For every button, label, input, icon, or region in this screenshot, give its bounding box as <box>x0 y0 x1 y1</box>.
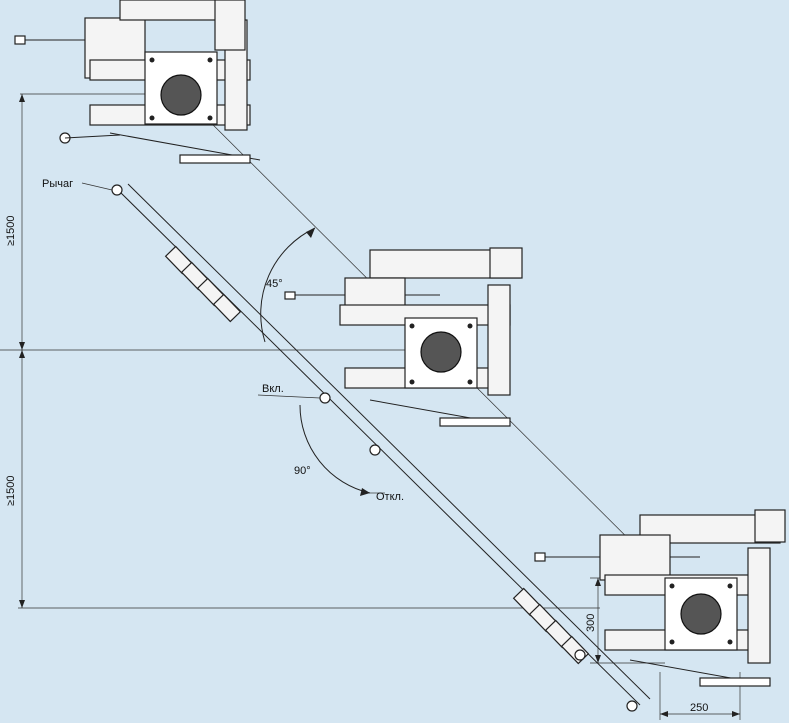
dim-width-250: 250 <box>690 702 708 714</box>
support-unit-upper <box>14 0 261 164</box>
angle-45-label: 45° <box>266 278 283 290</box>
support-unit-middle <box>284 247 523 427</box>
on-label: Вкл. <box>262 383 284 395</box>
support-unit-lower <box>534 509 786 687</box>
angle-45-arc <box>260 227 316 343</box>
angle-90-label: 90° <box>294 465 311 477</box>
dim-vertical-lower: ≥1500 <box>5 475 17 506</box>
diagonal-chain <box>111 183 651 712</box>
off-label: Откл. <box>376 491 404 503</box>
angle-90-arc <box>299 404 371 494</box>
dimension-lines <box>0 93 741 720</box>
lever-label: Рычаг <box>42 178 73 190</box>
dim-height-300: 300 <box>585 614 597 632</box>
dim-vertical-upper: ≥1500 <box>5 215 17 246</box>
